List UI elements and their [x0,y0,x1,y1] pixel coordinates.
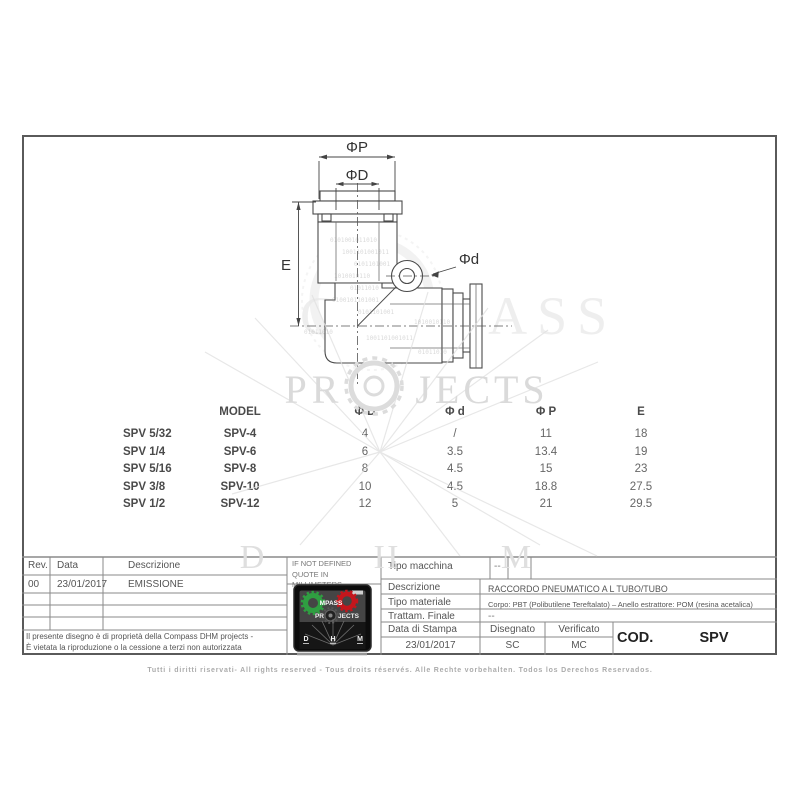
dim-label-phi-p: ΦP [346,139,368,156]
print-date-label: Data di Stampa [388,624,457,635]
red-gear-icon [337,591,357,611]
desc-value: EMISSIONE [128,579,184,590]
description-value: RACCORDO PNEUMATICO A L TUBO/TUBO [488,584,668,594]
description-label: Descrizione [388,582,441,593]
desc-header: Descrizione [128,560,181,571]
copyright-smudge [297,652,367,656]
logo-highlight [352,590,363,595]
dim-label-phi-d-upper: ΦD [346,167,369,184]
checked-label: Verificato [558,624,600,635]
drawn-label: Disegnato [489,624,536,635]
machine-value: -- [494,561,501,572]
date-value: 23/01/2017 [57,579,108,590]
finish-label: Trattam. Finale [388,611,455,622]
machine-label: Tipo macchina [388,561,453,572]
drawing-frame-border [22,135,777,655]
green-gear-icon [303,593,323,613]
rights-footer: Tutti i diritti riservati- All rights re… [147,667,653,674]
logo-letter-m: M [357,636,363,643]
code-value: SPV [699,630,729,646]
logo-text-jects: JECTS [338,613,360,620]
drawn-value: SC [505,640,520,651]
logo-letter-d: D [303,636,308,643]
ownership-note-line2: È vietata la riproduzione o la cessione … [26,643,242,652]
rev-header: Rev. [28,560,48,571]
date-header: Data [57,560,79,571]
logo-letter-h: H [330,636,335,643]
checked-value: MC [571,640,587,651]
ownership-note-line1: Il presente disegno è di proprietà della… [26,632,254,641]
finish-value: -- [488,611,495,622]
rev-value: 00 [28,579,40,590]
company-logo: MPASS PR JECTS D H M [293,584,372,652]
material-value: Corpo: PBT (Polibutilene Tereftalato) – … [488,600,753,609]
dim-label-e: E [281,257,291,274]
logo-text-mpass: MPASS [320,600,343,607]
material-label: Tipo materiale [388,597,451,608]
code-label: COD. [617,630,654,646]
dim-label-phi-d-lower: Φd [459,251,479,268]
print-date-value: 23/01/2017 [405,640,456,651]
logo-rays [304,619,362,646]
logo-text-pr: PR [315,613,324,620]
